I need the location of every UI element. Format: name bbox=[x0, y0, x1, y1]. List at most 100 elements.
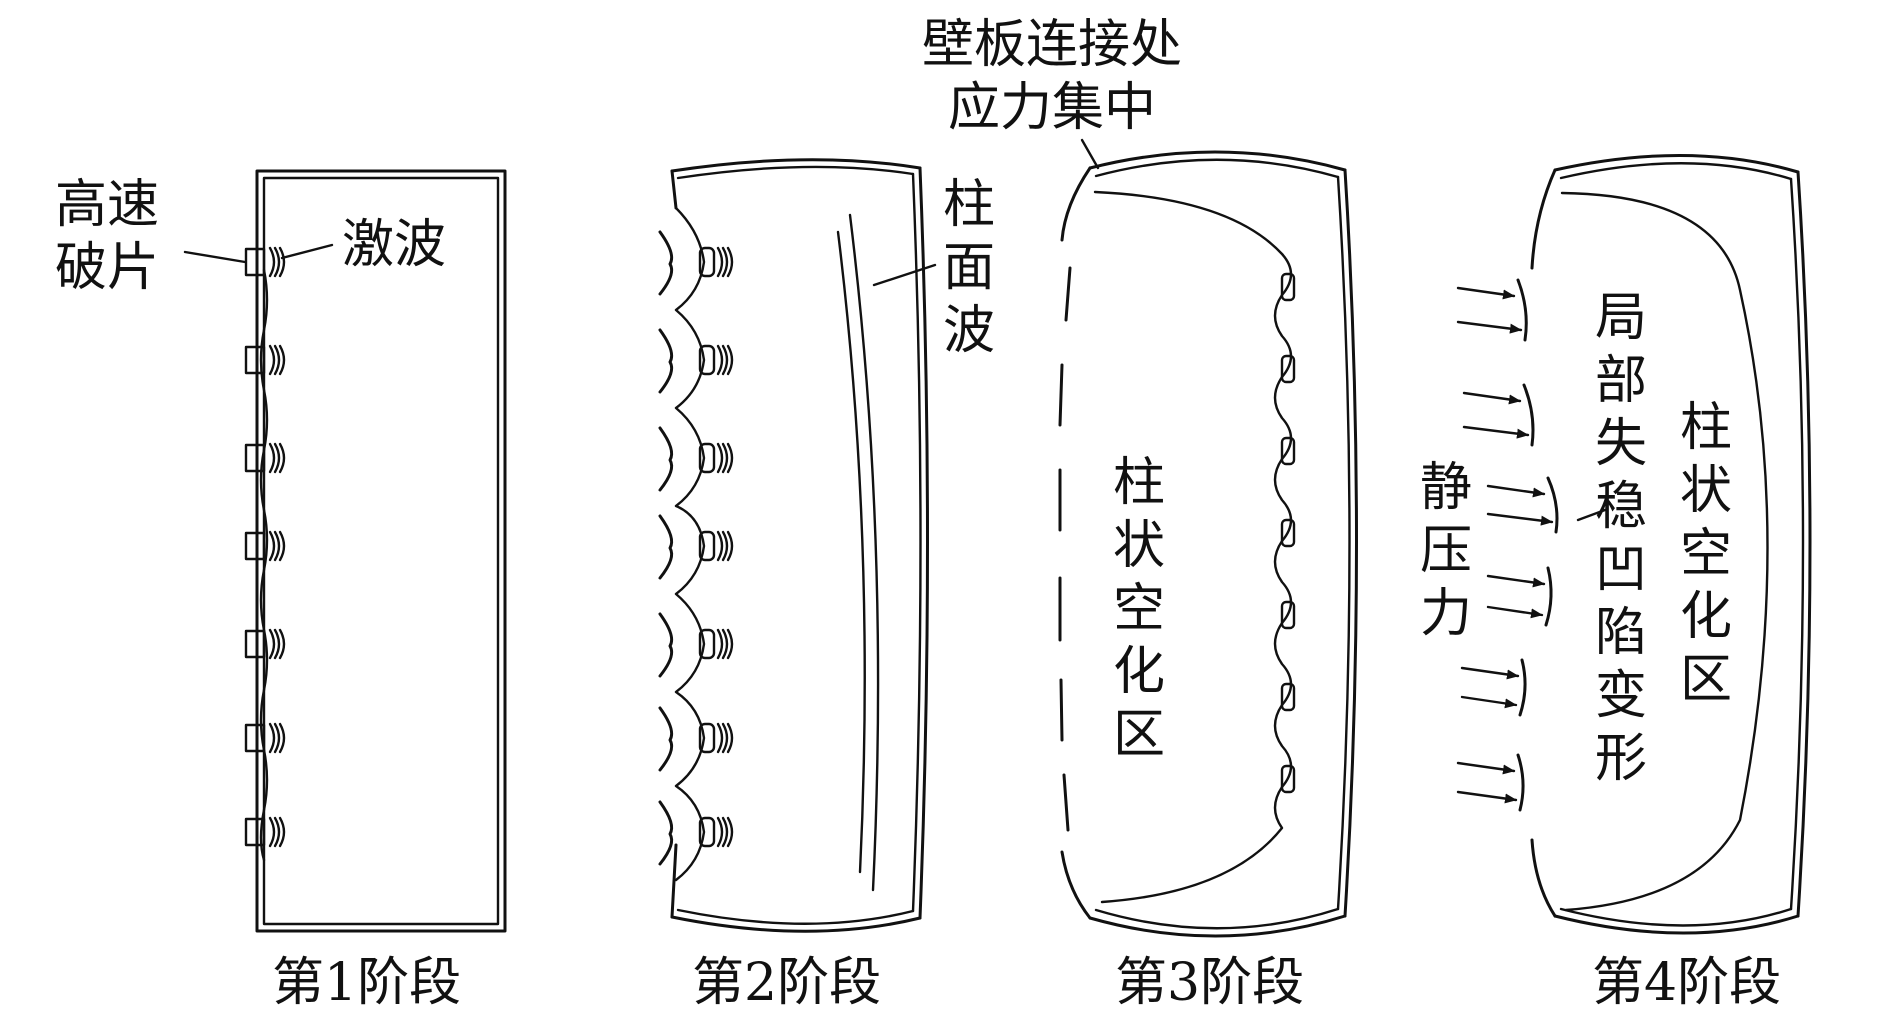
shock-wave-mark bbox=[726, 628, 734, 660]
stage-2-tank-top-inner bbox=[676, 165, 915, 180]
pressure-arrow bbox=[1456, 320, 1523, 334]
stage-4-cavity-label-4: 化 bbox=[1680, 587, 1732, 647]
fragment-block bbox=[244, 345, 266, 375]
stage-4-buckling-leader bbox=[1576, 508, 1607, 522]
shock-wave-mark bbox=[726, 246, 734, 278]
stage-3-tank-right-inner bbox=[1336, 175, 1351, 911]
stage-3-left-wall-top bbox=[1060, 166, 1092, 242]
stage-2-scallop-wall bbox=[674, 206, 706, 882]
stage-1-tank-inner bbox=[262, 176, 500, 926]
stage-2-cylindrical-wave-inner bbox=[836, 230, 866, 874]
stage-1-fragment-label-line2: 破片 bbox=[55, 238, 159, 298]
stage-1-fragments bbox=[244, 246, 286, 848]
shock-wave-mark bbox=[716, 628, 724, 660]
shock-wave-mark bbox=[273, 530, 281, 562]
stage-2-tank-left-stub-top bbox=[670, 169, 678, 210]
stage-3-left-wall-bottom bbox=[1060, 850, 1092, 920]
pressure-arrow bbox=[1486, 484, 1546, 498]
shock-wave-mark bbox=[278, 344, 286, 376]
fragment-block bbox=[698, 722, 716, 754]
stage-4-tank-right-inner bbox=[1789, 177, 1805, 911]
pressure-arrow bbox=[1456, 790, 1518, 804]
stage-1-shock-leader bbox=[280, 243, 334, 260]
stage-4-plates-and-arrows bbox=[1456, 278, 1559, 812]
stage-3-stress-leader bbox=[1080, 138, 1100, 170]
fragment-block bbox=[698, 442, 716, 474]
wall-fragment bbox=[1058, 363, 1064, 427]
shock-wave-mark bbox=[268, 816, 276, 848]
buckled-plate bbox=[1518, 658, 1527, 717]
stage-3-cavity-label-3: 空 bbox=[1113, 579, 1165, 639]
stage-4-tank-top bbox=[1553, 154, 1800, 174]
stage-4-buckling-label-7: 变 bbox=[1595, 666, 1647, 726]
shock-wave-mark bbox=[273, 344, 281, 376]
torn-petal bbox=[658, 328, 674, 394]
fragment-block bbox=[1280, 518, 1296, 548]
shock-wave-mark bbox=[716, 722, 724, 754]
pressure-arrow bbox=[1486, 574, 1546, 588]
stage-3-cavity-label-1: 柱 bbox=[1113, 453, 1165, 513]
fragment-block bbox=[698, 246, 716, 278]
stage-4-cavity-label-5: 区 bbox=[1680, 650, 1732, 710]
shock-wave-mark bbox=[278, 530, 286, 562]
stage-4-buckling-label-1: 局 bbox=[1595, 288, 1647, 348]
stage-3: 壁板连接处 应力集中 柱 状 空 化 区 第3阶段 bbox=[922, 15, 1358, 1013]
fragment-block bbox=[1280, 764, 1296, 794]
shock-wave-mark bbox=[268, 344, 276, 376]
torn-petal bbox=[658, 706, 674, 772]
stage-2-tank-bottom bbox=[670, 915, 922, 933]
stage-3-cavity-label-4: 化 bbox=[1113, 642, 1165, 702]
shock-wave-mark bbox=[716, 816, 724, 848]
fragment-block bbox=[698, 816, 716, 848]
fragment-block bbox=[698, 530, 716, 562]
stage-2: 柱 面 波 第2阶段 bbox=[658, 158, 995, 1013]
shock-wave-mark bbox=[278, 442, 286, 474]
wall-fragment bbox=[1059, 678, 1064, 742]
stage-4-tank-right bbox=[1796, 170, 1812, 918]
pressure-arrow bbox=[1456, 761, 1516, 775]
stage-3-tank-top bbox=[1088, 150, 1347, 172]
shock-wave-mark bbox=[273, 246, 281, 278]
shock-wave-mark bbox=[278, 816, 286, 848]
buckled-plate bbox=[1516, 753, 1525, 812]
fragment-block bbox=[244, 817, 266, 847]
stage-2-tank-bottom-inner bbox=[676, 908, 915, 925]
shock-wave-mark bbox=[268, 722, 276, 754]
shock-wave-mark bbox=[268, 442, 276, 474]
fragment-block bbox=[1280, 272, 1296, 302]
pressure-arrow bbox=[1486, 512, 1554, 526]
stage-4-cavity-label-3: 空 bbox=[1680, 524, 1732, 584]
stage-3-tank-top-inner bbox=[1094, 158, 1340, 179]
torn-petal bbox=[658, 612, 674, 678]
stage-3-tank-bottom-inner bbox=[1094, 907, 1340, 930]
fragment-block bbox=[244, 531, 266, 561]
shock-wave-mark bbox=[721, 344, 729, 376]
shock-wave-mark bbox=[278, 722, 286, 754]
stage-2-wave-label-1: 柱 bbox=[943, 175, 995, 235]
stage-2-wave-label-2: 面 bbox=[943, 238, 995, 298]
pressure-arrow bbox=[1460, 666, 1520, 680]
buckled-plate bbox=[1544, 566, 1553, 627]
stage-3-caption: 第3阶段 bbox=[1115, 953, 1304, 1013]
fragment-block bbox=[698, 344, 716, 376]
stage-2-wave-leader bbox=[872, 263, 937, 287]
stage-4-cavity-boundary bbox=[1560, 191, 1769, 912]
stage-4-pressure-label-1: 静 bbox=[1420, 458, 1472, 518]
shock-wave-mark bbox=[273, 816, 281, 848]
fragment-block bbox=[1280, 436, 1296, 466]
stage-3-cavity-label-5: 区 bbox=[1113, 705, 1165, 765]
stage-4-buckling-label-4: 稳 bbox=[1595, 477, 1647, 537]
stage-1-fragment-label-line1: 高速 bbox=[55, 175, 159, 235]
stage-4-buckling-label-8: 形 bbox=[1595, 729, 1647, 789]
shock-wave-mark bbox=[726, 722, 734, 754]
stage-4-buckling-label-3: 失 bbox=[1595, 414, 1647, 474]
stage-2-tank-left-stub-bottom bbox=[670, 843, 678, 919]
stage-2-caption: 第2阶段 bbox=[692, 953, 881, 1013]
torn-petal bbox=[658, 800, 674, 866]
stage-4: 静 压 力 局 部 失 稳 凹 陷 变 形 柱 状 空 化 区 第4阶段 bbox=[1420, 154, 1812, 1013]
wall-fragment bbox=[1064, 266, 1072, 322]
stage-1-fragment-leader bbox=[183, 250, 247, 264]
pressure-arrow bbox=[1456, 286, 1516, 300]
